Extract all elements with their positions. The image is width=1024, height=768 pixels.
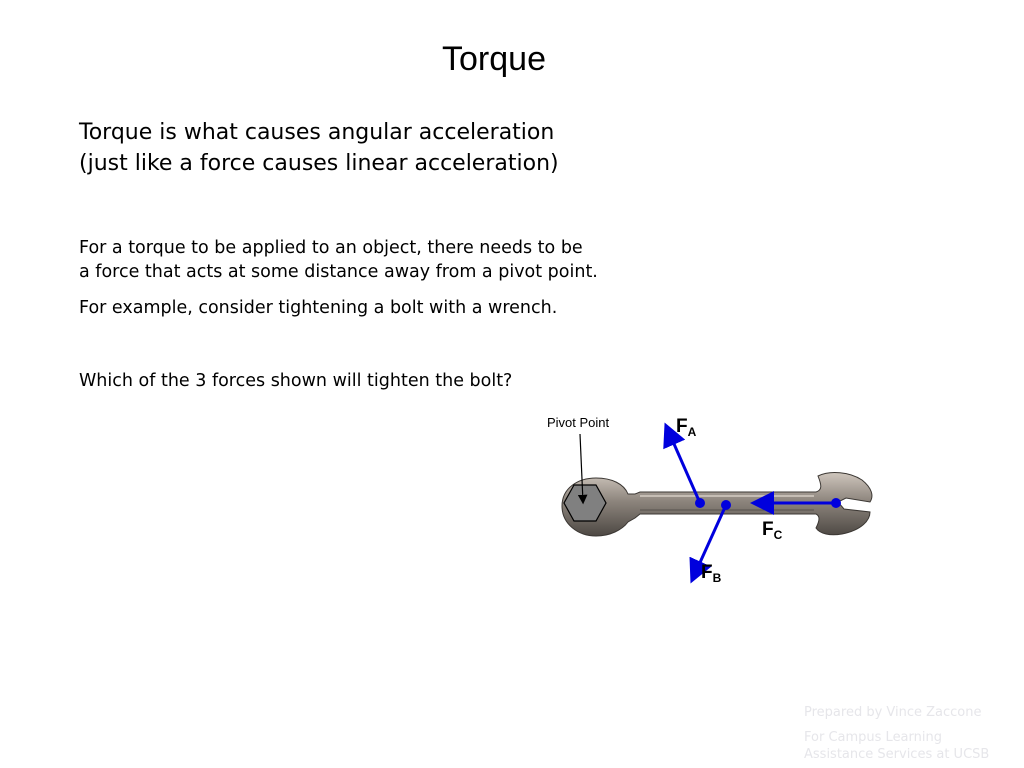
- pivot-pointer-arrow: [577, 433, 588, 505]
- force-b-symbol: F: [701, 562, 713, 583]
- paragraph-pivot-line-1: For a torque to be applied to an object,…: [79, 238, 583, 258]
- credits: Prepared by Vince Zaccone For Campus Lea…: [804, 704, 989, 763]
- wrench-svg: [561, 422, 873, 584]
- credits-org-line-1: For Campus Learning: [804, 730, 942, 745]
- force-a-arrow: [663, 422, 702, 504]
- force-c-symbol: F: [762, 519, 774, 540]
- force-a-dot: [695, 498, 705, 508]
- intro-line-1: Torque is what causes angular accelerati…: [79, 120, 555, 145]
- paragraph-example: For example, consider tightening a bolt …: [79, 298, 558, 318]
- force-b-dot: [721, 500, 731, 510]
- paragraph-pivot-line-2: a force that acts at some distance away …: [79, 262, 598, 282]
- force-c-subscript: C: [773, 528, 783, 542]
- credits-org-line-2: Assistance Services at UCSB: [804, 747, 990, 762]
- force-a-label: FA: [676, 416, 696, 439]
- question-text: Which of the 3 forces shown will tighten…: [79, 371, 513, 391]
- intro-line-2: (just like a force causes linear acceler…: [79, 151, 559, 176]
- force-b-label: FB: [701, 562, 721, 585]
- paragraph-pivot: For a torque to be applied to an object,…: [79, 236, 598, 284]
- slide-title: Torque: [442, 40, 546, 78]
- force-c-dot: [831, 498, 841, 508]
- intro-text: Torque is what causes angular accelerati…: [79, 117, 559, 179]
- force-b-subscript: B: [712, 571, 722, 585]
- wrench-diagram: Pivot Point FA FC FB: [540, 410, 890, 600]
- force-a-subscript: A: [687, 425, 697, 439]
- credits-author: Prepared by Vince Zaccone: [804, 705, 982, 720]
- force-a-symbol: F: [676, 416, 688, 437]
- force-c-label: FC: [762, 519, 782, 542]
- force-b-arrow: [689, 504, 728, 584]
- pivot-point-label: Pivot Point: [547, 415, 610, 430]
